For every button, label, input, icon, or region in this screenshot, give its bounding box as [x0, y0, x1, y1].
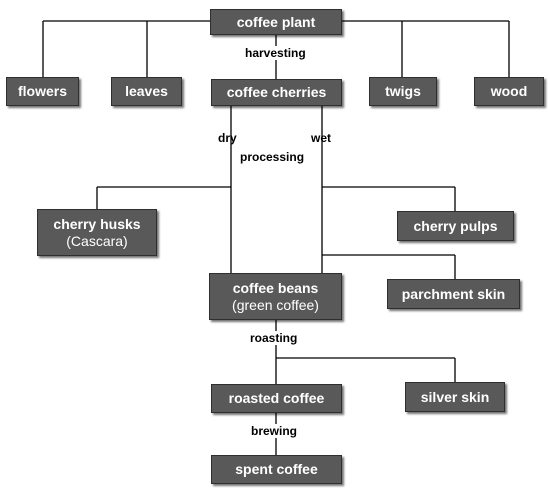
node-parchment-skin-label: parchment skin [401, 285, 506, 302]
node-roasted-coffee-label: roasted coffee [228, 390, 325, 406]
node-twigs: twigs [369, 77, 437, 106]
label-wet: wet [311, 131, 332, 145]
node-coffee-cherries-label: coffee cherries [226, 84, 327, 100]
node-cherry-pulps: cherry pulps [397, 211, 514, 241]
node-spent-coffee: spent coffee [211, 455, 342, 484]
label-processing: processing [240, 150, 305, 164]
node-silver-skin: silver skin [405, 382, 505, 412]
node-flowers-label: flowers [17, 83, 67, 99]
node-coffee-plant: coffee plant [210, 9, 342, 35]
label-roasting: roasting [250, 331, 298, 345]
node-coffee-beans-sublabel: (green coffee) [232, 296, 319, 313]
node-cherry-pulps-label: cherry pulps [413, 217, 498, 234]
node-coffee-plant-label: coffee plant [236, 13, 316, 30]
node-roasted-coffee: roasted coffee [211, 384, 342, 413]
node-twigs-label: twigs [385, 83, 421, 99]
node-wood-label: wood [490, 83, 528, 99]
node-parchment-skin: parchment skin [387, 279, 520, 309]
node-cherry-husks: cherry husks (Cascara) [37, 209, 157, 256]
label-dry: dry [218, 131, 237, 145]
node-wood: wood [474, 77, 544, 106]
node-spent-coffee-label: spent coffee [235, 461, 318, 477]
node-flowers: flowers [6, 77, 79, 106]
node-cherry-husks-sublabel: (Cascara) [66, 232, 128, 249]
node-coffee-beans-label: coffee beans [232, 279, 319, 296]
node-coffee-cherries: coffee cherries [211, 79, 342, 106]
node-cherry-husks-label: cherry husks [53, 215, 141, 232]
node-leaves-label: leaves [125, 83, 168, 99]
label-harvesting: harvesting [245, 46, 306, 60]
node-silver-skin-label: silver skin [420, 388, 490, 405]
node-leaves: leaves [111, 77, 182, 106]
label-brewing: brewing [251, 424, 298, 438]
node-coffee-beans: coffee beans (green coffee) [209, 273, 342, 320]
